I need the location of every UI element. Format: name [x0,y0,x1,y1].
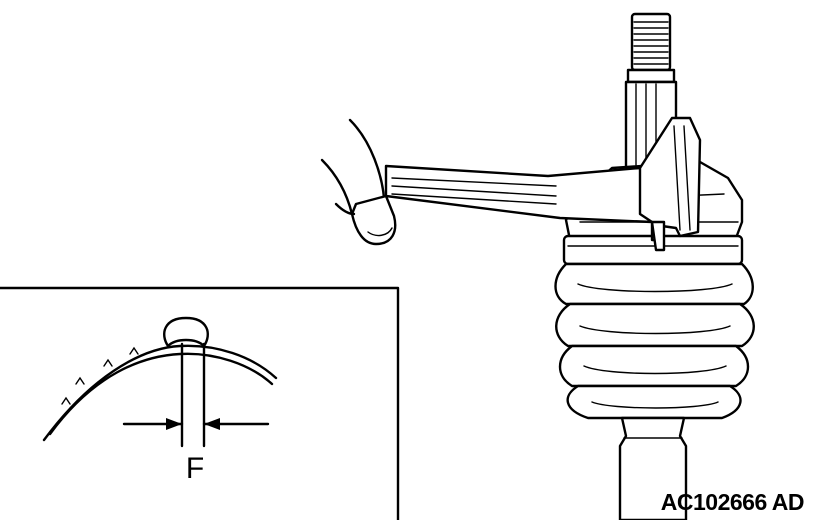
operator-hand [320,118,397,246]
vernier-caliper [384,116,702,252]
lower-shaft [618,416,688,520]
band-loop-profile [163,316,209,348]
boot-bellows [554,262,755,420]
detail-inset: F [0,286,400,520]
figure-code: AC102666 AD [661,489,804,515]
boot-surface-curve [42,344,278,442]
dimension-f-label: F [186,452,204,485]
shaft-boot-illustration [320,12,755,520]
dimension-f-lines [122,342,270,448]
